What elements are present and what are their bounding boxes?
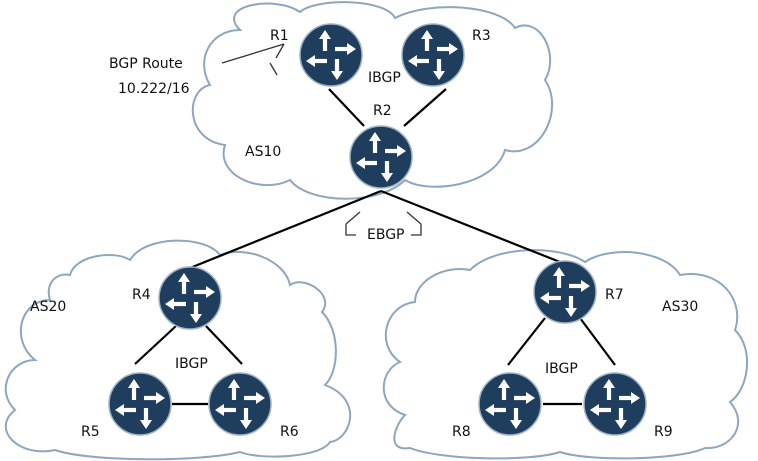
router-icon [159, 267, 221, 329]
label-ibgp-as20: IBGP [175, 356, 208, 372]
label-r7: R7 [605, 287, 624, 303]
router-r6 [209, 373, 271, 435]
label-r8: R8 [452, 424, 471, 440]
router-r2 [350, 126, 412, 188]
router-r1 [300, 24, 362, 86]
label-route-prefix: 10.222/16 [118, 81, 190, 97]
route-arrow-icon [221, 43, 285, 76]
label-ibgp-as10: IBGP [368, 70, 401, 86]
link-r7-r9 [579, 317, 616, 366]
link-r4-r5 [134, 325, 177, 365]
label-r5: R5 [81, 424, 100, 440]
label-as20: AS20 [30, 299, 66, 315]
link-r1-r2 [328, 88, 365, 127]
link-r2-r4 [189, 189, 382, 270]
label-r9: R9 [654, 424, 673, 440]
router-icon [109, 373, 171, 435]
label-route-title: BGP Route [109, 56, 183, 72]
router-icon [479, 373, 541, 435]
label-ibgp-as30: IBGP [545, 361, 578, 377]
router-icon [534, 261, 596, 323]
router-r7 [534, 261, 596, 323]
router-icon [402, 24, 464, 86]
link-r3-r2 [403, 88, 447, 127]
label-ebgp: EBGP [367, 227, 405, 243]
router-icon [350, 126, 412, 188]
label-r6: R6 [280, 424, 299, 440]
label-r1: R1 [270, 28, 289, 44]
label-r3: R3 [472, 28, 491, 44]
label-as10: AS10 [245, 144, 281, 160]
router-icon [300, 24, 362, 86]
label-r2: R2 [373, 103, 392, 119]
router-icon [209, 373, 271, 435]
as30-cloud [382, 249, 749, 460]
router-icon [584, 373, 646, 435]
router-r5 [109, 373, 171, 435]
label-r4: R4 [132, 287, 151, 303]
router-r8 [479, 373, 541, 435]
label-as30: AS30 [662, 299, 698, 315]
ebgp-arrow-icon [345, 211, 422, 236]
link-r2-r7 [380, 189, 566, 266]
router-r4 [159, 267, 221, 329]
link-r4-r6 [205, 325, 243, 365]
link-r7-r8 [507, 317, 546, 366]
router-r9 [584, 373, 646, 435]
router-r3 [402, 24, 464, 86]
